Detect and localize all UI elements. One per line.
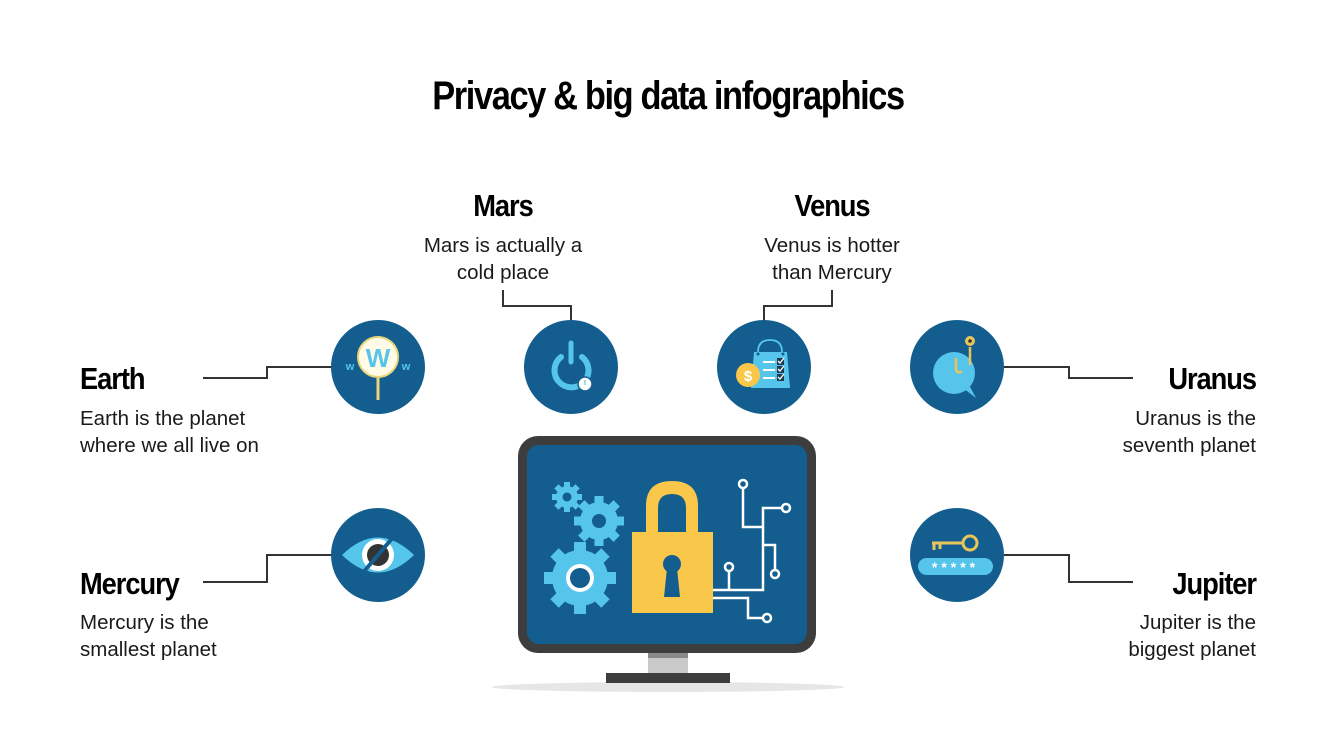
svg-text:w: w [401,361,411,373]
jupiter-description: Jupiter is the biggest planet [1036,610,1256,663]
earth-connector [203,366,332,379]
venus-heading: Venus [794,188,870,223]
uranus-connector [1004,366,1133,379]
power-timer-icon [524,320,618,414]
monitor-shadow [492,682,844,692]
magnifier-www-icon: W w w [331,320,425,414]
jupiter-description-line-2: biggest planet [1128,637,1256,661]
jupiter-heading: Jupiter [1172,566,1257,601]
mercury-heading: Mercury [80,566,180,601]
earth-description-line-1: Earth is the planet [80,407,246,430]
svg-text:w: w [345,361,355,373]
jupiter-connector [1004,554,1133,583]
monitor-base [606,673,730,683]
mercury-connector [203,554,332,583]
earth-description: Earth is the planet where we all live on [80,406,259,459]
venus-description: Venus is hotter than Mercury [712,233,952,286]
mars-description-line-1: Mars is actually a [423,234,583,257]
padlock-icon [632,481,713,613]
earth-heading: Earth [80,361,146,396]
mars-description-line-2: cold place [456,260,550,284]
mercury-description: Mercury is the smallest planet [80,610,217,663]
earth-description-line-2: where we all live on [80,433,259,457]
mars-connector [502,290,572,321]
phishing-hook-chat-icon [910,320,1004,414]
monitor-lock-gears-circuit-icon [492,436,844,692]
mars-heading: Mars [473,188,534,223]
svg-text:*****: ***** [932,559,979,575]
mars-description: Mars is actually a cold place [383,233,623,286]
jupiter-description-line-1: Jupiter is the [1139,611,1256,634]
key-password-icon: ***** [910,508,1004,602]
venus-description-line-2: than Mercury [772,260,892,284]
page-title: Privacy & big data infographics [432,74,905,118]
connectors [203,290,1133,583]
mercury-description-line-1: Mercury is the [80,611,209,634]
uranus-description-line-1: Uranus is the [1135,407,1256,430]
venus-connector [763,290,833,321]
crossed-eye-icon [331,508,425,602]
gears-icon [544,482,624,614]
uranus-heading: Uranus [1168,361,1257,396]
venus-description-line-1: Venus is hotter [764,234,900,257]
mercury-description-line-2: smallest planet [80,637,217,661]
uranus-description-line-2: seventh planet [1122,433,1256,457]
circuit-icon [713,478,792,624]
svg-text:W: W [366,343,391,373]
uranus-description: Uranus is the seventh planet [1036,406,1256,459]
shopping-bag-checklist-icon: $ [717,320,811,414]
svg-text:$: $ [744,368,753,385]
